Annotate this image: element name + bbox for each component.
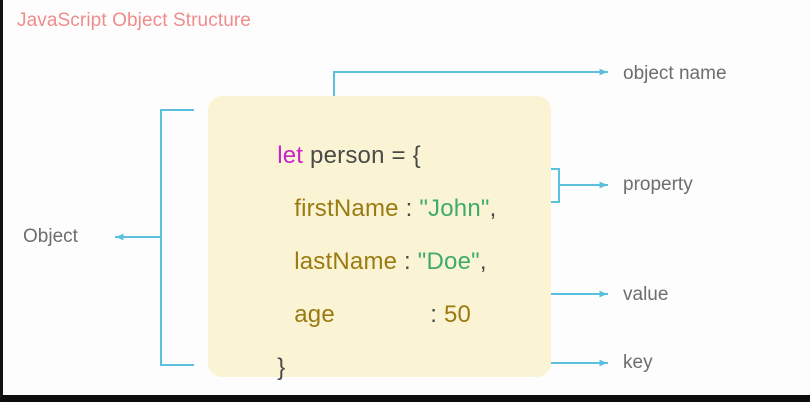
property-key-firstname: firstName (294, 195, 399, 222)
annotation-key: key (623, 352, 653, 373)
annotation-property: property (623, 174, 693, 195)
colon-separator: : (397, 248, 418, 275)
object-name-text: person = { (303, 142, 421, 169)
property-value-doe: "Doe" (417, 248, 480, 275)
property-key-age: age (294, 301, 335, 328)
code-line-age: age: 50 (253, 273, 471, 357)
annotation-value: value (623, 284, 669, 305)
code-line-last-name: lastName : "Doe", (253, 220, 487, 304)
annotation-object: Object (23, 226, 78, 247)
colon-separator: : (430, 301, 444, 328)
page-title: JavaScript Object Structure (17, 10, 251, 31)
colon-separator: : (398, 195, 420, 222)
code-block: let person = { firstName : "John", lastN… (208, 96, 551, 381)
comma-separator: , (479, 248, 487, 275)
annotation-object-name: object name (623, 63, 727, 84)
property-key-lastname: lastName (294, 248, 398, 275)
code-line-first-name: firstName : "John", (253, 167, 496, 251)
keyword-let: let (277, 142, 304, 169)
property-value-50: 50 (443, 301, 472, 328)
code-line-closing-brace: } (236, 326, 286, 395)
closing-brace: } (277, 354, 286, 381)
code-line-declaration: let person = { (236, 114, 421, 198)
comma-separator: , (489, 195, 497, 222)
property-value-john: "John" (419, 195, 490, 222)
